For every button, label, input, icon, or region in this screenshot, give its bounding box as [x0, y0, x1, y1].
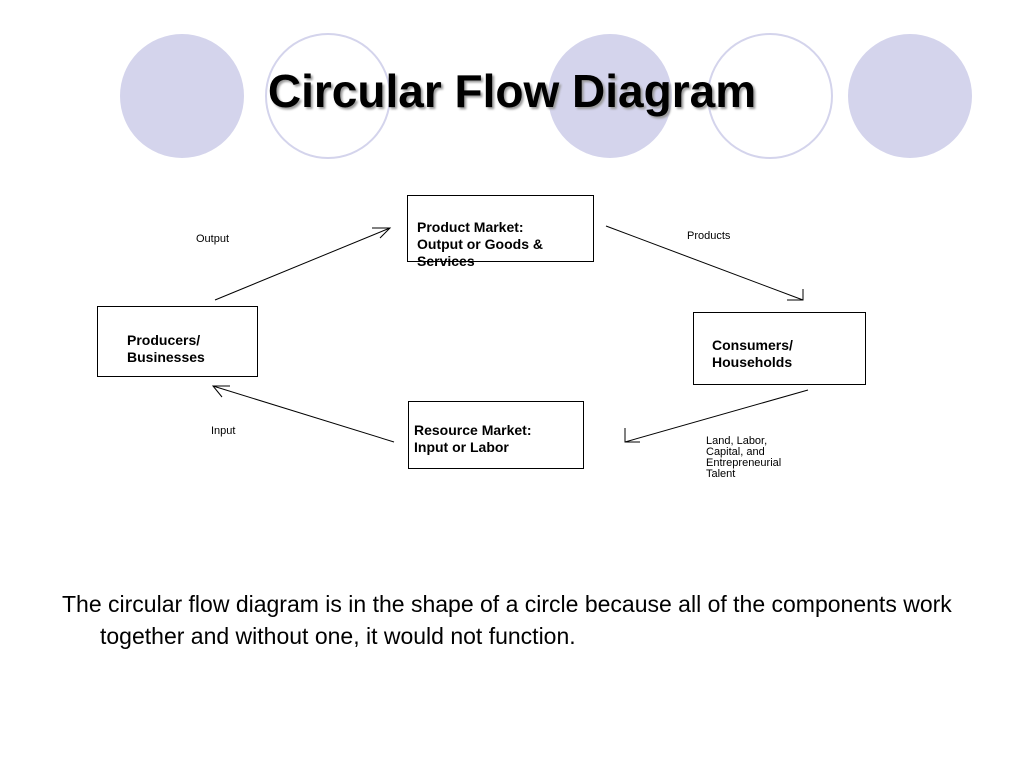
- node-product-market-label: Product Market: Output or Goods & Servic…: [417, 219, 543, 269]
- decor-circle-filled-2: [548, 34, 672, 158]
- label-input: Input: [211, 425, 236, 437]
- arrow-input: [212, 385, 395, 443]
- decor-circle-outline-1: [265, 33, 391, 159]
- arrow-output-head: [372, 227, 392, 239]
- node-resource-market-label: Resource Market: Input or Labor: [414, 422, 532, 455]
- arrow-products-head: [787, 289, 804, 301]
- node-product-market: Product Market: Output or Goods & Servic…: [407, 195, 594, 269]
- arrow-resources: [624, 389, 809, 443]
- arrow-output: [214, 227, 391, 301]
- decor-circle-filled-1: [120, 34, 244, 158]
- arrow-resources-head: [624, 428, 640, 443]
- decor-circle-filled-3: [848, 34, 972, 158]
- arrow-input-head: [211, 385, 230, 398]
- node-producers: Producers/ Businesses: [97, 306, 258, 377]
- node-consumers: Consumers/ Households: [693, 312, 866, 385]
- decorative-circles: [120, 33, 972, 159]
- node-producers-label: Producers/ Businesses: [127, 332, 205, 365]
- slide-caption: The circular flow diagram is in the shap…: [62, 591, 952, 649]
- arrow-products: [605, 225, 804, 301]
- slide-title: Circular Flow Diagram: [0, 64, 1024, 118]
- node-consumers-label: Consumers/ Households: [712, 337, 793, 370]
- label-output: Output: [196, 233, 230, 245]
- label-resources: Land, Labor, Capital, and Entrepreneuria…: [706, 435, 782, 480]
- slide-title-text: Circular Flow Diagram: [267, 65, 757, 117]
- node-resource-market: Resource Market: Input or Labor: [408, 401, 584, 469]
- label-products: Products: [687, 230, 731, 242]
- decor-circle-outline-2: [707, 33, 833, 159]
